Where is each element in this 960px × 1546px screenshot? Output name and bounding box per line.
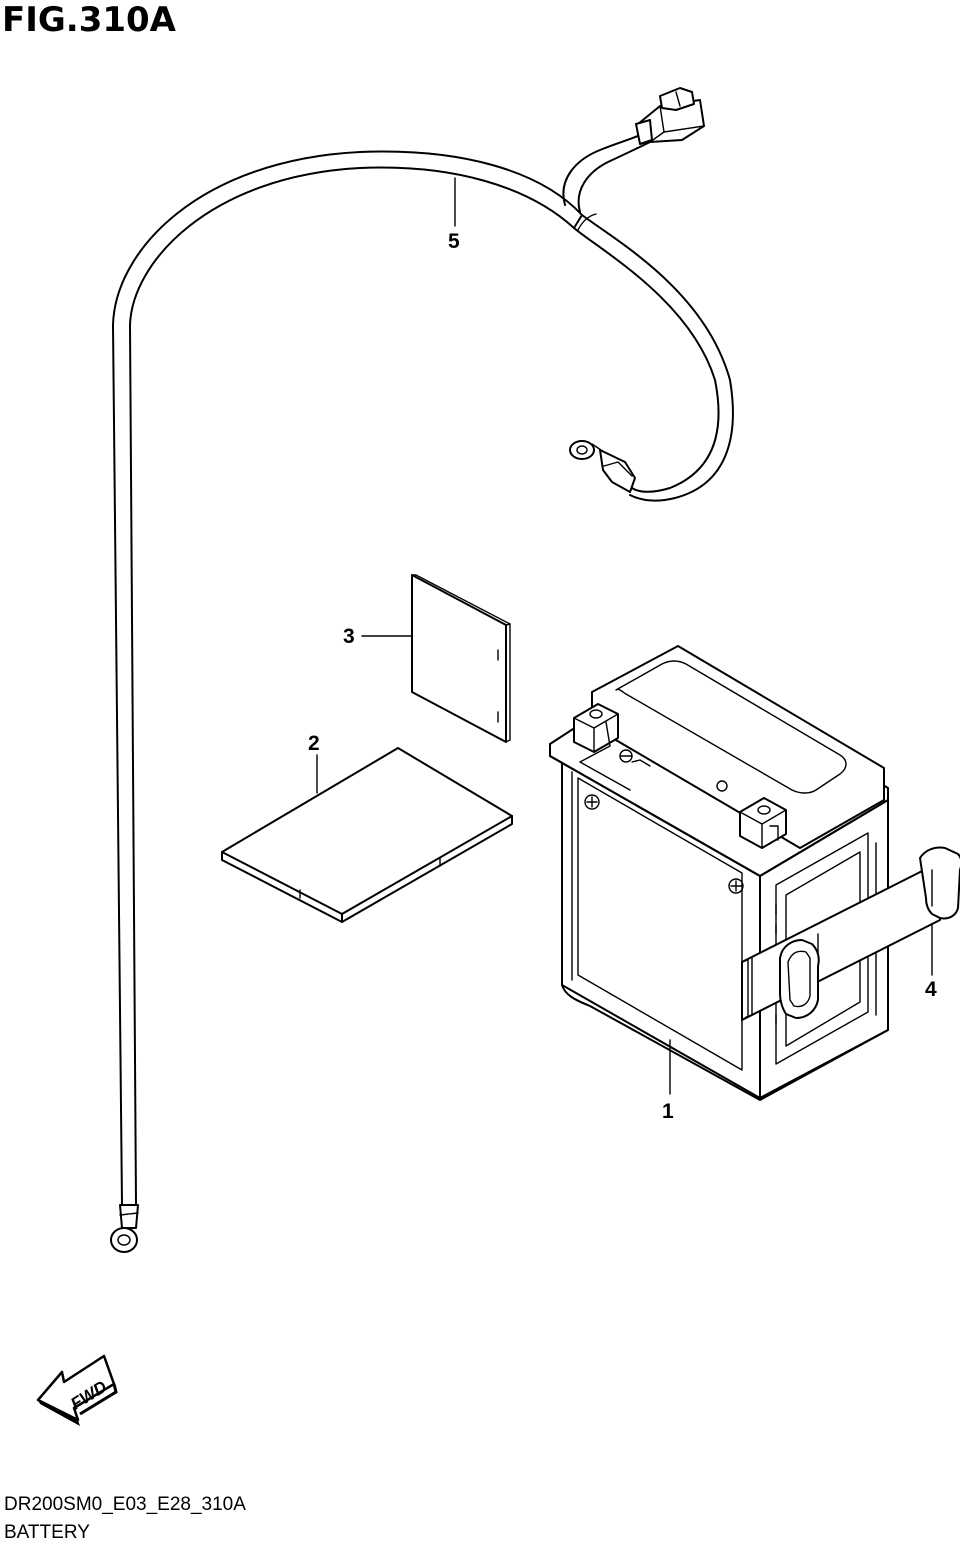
connector [635, 87, 705, 145]
ring-terminal-lower [110, 1204, 139, 1253]
diagram-code: DR200SM0_E03_E28_310A [4, 1494, 246, 1515]
terminal-left [573, 703, 631, 791]
callout-4: 4 [925, 978, 937, 1001]
terminal-right [739, 797, 787, 849]
callout-3: 3 [343, 625, 355, 648]
sheet-small[interactable] [361, 574, 511, 743]
fwd-arrow-icon: FWD [36, 1354, 118, 1426]
diagram-name: BATTERY [4, 1522, 90, 1543]
lead-wire[interactable] [110, 87, 734, 1253]
sheet-large[interactable] [221, 747, 513, 923]
callout-1: 1 [662, 1100, 674, 1123]
band[interactable] [741, 846, 960, 1021]
ring-terminal-upper [569, 440, 636, 493]
callout-2: 2 [308, 732, 320, 755]
figure-title: FIG.310A [2, 0, 176, 40]
callout-5: 5 [448, 230, 460, 253]
battery[interactable] [549, 645, 889, 1101]
